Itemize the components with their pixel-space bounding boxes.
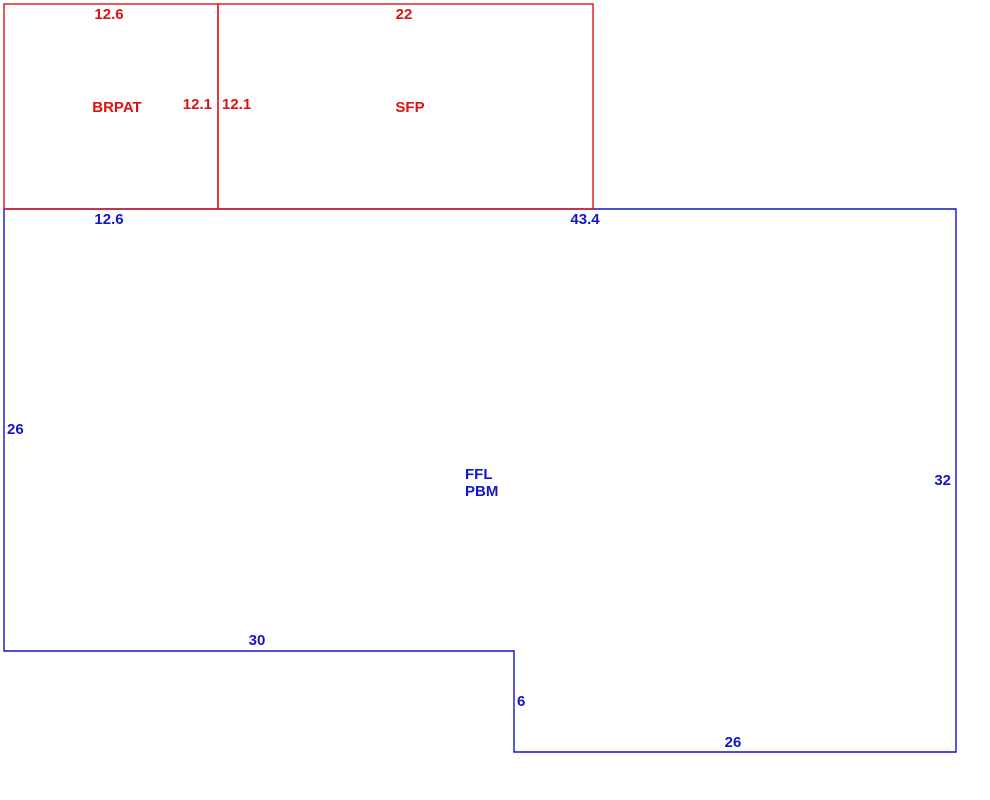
main-step-dimension: 6 xyxy=(517,693,525,710)
brpat-area-code: BRPAT xyxy=(92,99,141,116)
sfp-area-code: SFP xyxy=(395,99,424,116)
sfp-area-outline xyxy=(217,3,594,210)
main-structure-outline xyxy=(3,208,957,753)
main-left-dimension: 26 xyxy=(7,421,24,438)
main-area-code-ffl: FFL xyxy=(465,466,493,483)
sfp-top-dimension: 22 xyxy=(396,6,413,23)
main-bottom-left-dimension: 30 xyxy=(249,632,266,649)
brpat-right-dimension: 12.1 xyxy=(183,96,212,113)
main-area-code-pbm: PBM xyxy=(465,483,498,500)
main-right-dimension: 32 xyxy=(934,472,951,489)
main-top-right-dimension: 43.4 xyxy=(570,211,600,228)
brpat-top-dimension: 12.6 xyxy=(94,6,123,23)
main-bottom-right-dimension: 26 xyxy=(725,734,742,751)
main-top-left-dimension: 12.6 xyxy=(94,211,123,228)
sfp-left-dimension: 12.1 xyxy=(222,96,251,113)
